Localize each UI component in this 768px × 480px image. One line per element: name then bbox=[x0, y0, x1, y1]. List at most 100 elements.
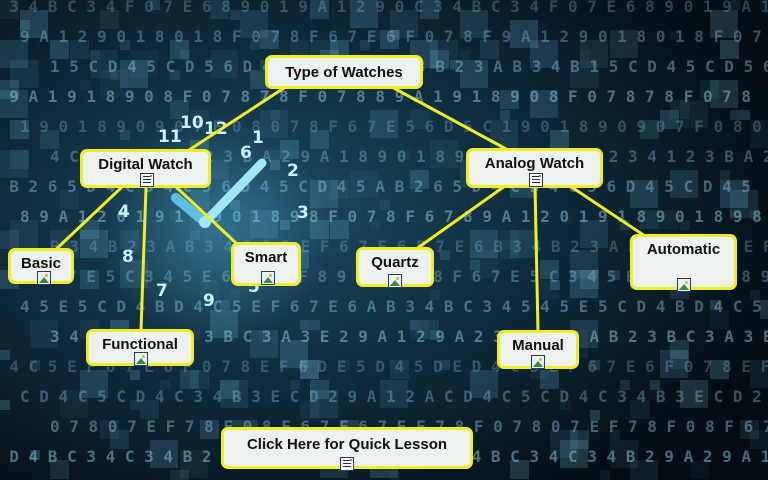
pixel-tile bbox=[370, 30, 380, 40]
pixel-tile bbox=[10, 60, 38, 88]
pixel-tile bbox=[430, 290, 440, 300]
pixel-tile bbox=[400, 150, 410, 160]
pixel-tile bbox=[430, 140, 458, 168]
image-icon[interactable] bbox=[261, 271, 275, 285]
pixel-tile bbox=[10, 220, 38, 248]
node-basic[interactable]: Basic bbox=[8, 248, 74, 285]
clock-digit: 12 bbox=[204, 119, 228, 139]
pixel-tile bbox=[80, 270, 99, 289]
node-smart[interactable]: Smart bbox=[231, 242, 301, 286]
pixel-tile bbox=[310, 0, 329, 19]
pixel-tile bbox=[680, 100, 708, 128]
pixel-tile bbox=[710, 10, 738, 38]
pixel-tile bbox=[690, 460, 709, 479]
image-icon[interactable] bbox=[37, 271, 51, 285]
clock-digit: 7 bbox=[156, 281, 168, 301]
pixel-tile bbox=[260, 330, 270, 340]
connector-digital-smart bbox=[173, 184, 238, 245]
node-label: Type of Watches bbox=[285, 64, 403, 81]
image-icon[interactable] bbox=[388, 274, 402, 288]
pixel-tile bbox=[730, 210, 740, 220]
node-analog-watch[interactable]: Analog Watch bbox=[466, 148, 603, 188]
node-functional[interactable]: Functional bbox=[86, 329, 194, 366]
pixel-tile bbox=[510, 460, 529, 479]
pixel-tile bbox=[100, 70, 128, 98]
pixel-tile bbox=[500, 230, 519, 249]
node-label: Basic bbox=[20, 255, 62, 272]
pixel-tile bbox=[580, 270, 599, 289]
node-type-of-watches[interactable]: Type of Watches bbox=[265, 55, 423, 89]
pixel-tile bbox=[70, 40, 89, 59]
image-icon[interactable] bbox=[531, 355, 545, 369]
node-label: Smart bbox=[244, 249, 288, 266]
pixel-tile bbox=[660, 110, 679, 129]
clock-center bbox=[199, 216, 211, 228]
pixel-tile bbox=[200, 420, 219, 439]
pixel-tile bbox=[300, 360, 319, 379]
clock-digit: 1 bbox=[252, 128, 264, 148]
pixel-tile bbox=[210, 0, 229, 19]
pixel-tile bbox=[310, 320, 320, 330]
pixel-tile bbox=[10, 120, 29, 139]
node-quartz[interactable]: Quartz bbox=[356, 247, 434, 288]
pixel-tile bbox=[90, 50, 118, 78]
pixel-tile bbox=[120, 130, 130, 140]
pixel-tile bbox=[510, 20, 538, 48]
pixel-tile bbox=[750, 210, 760, 220]
pixel-tile bbox=[260, 30, 279, 49]
hex-code-row: 8 9 A 1 9 1 8 9 0 8 F 0 7 8 7 8 F 0 7 8 … bbox=[0, 87, 751, 106]
pixel-tile bbox=[100, 420, 119, 439]
pixel-tile bbox=[310, 380, 329, 399]
pixel-tile bbox=[550, 430, 578, 458]
pixel-tile bbox=[570, 250, 598, 278]
pixel-tile bbox=[700, 80, 719, 99]
note-icon[interactable] bbox=[340, 457, 354, 471]
pixel-tile bbox=[190, 370, 209, 389]
pixel-tile bbox=[110, 70, 120, 80]
pixel-tile bbox=[380, 200, 390, 210]
pixel-tile bbox=[360, 40, 370, 50]
node-manual[interactable]: Manual bbox=[497, 330, 579, 369]
pixel-tile bbox=[570, 430, 589, 449]
pixel-tile bbox=[430, 50, 449, 69]
node-digital-watch[interactable]: Digital Watch bbox=[80, 149, 211, 188]
pixel-tile bbox=[180, 450, 208, 478]
pixel-tile bbox=[460, 50, 470, 60]
pixel-tile bbox=[50, 230, 69, 249]
clock-digit: 8 bbox=[122, 247, 134, 267]
pixel-tile bbox=[50, 40, 69, 59]
pixel-tile bbox=[20, 10, 48, 38]
pixel-tile bbox=[740, 420, 759, 439]
node-label: Automatic bbox=[646, 241, 721, 258]
node-label: Functional bbox=[102, 336, 178, 353]
pixel-tile bbox=[300, 400, 319, 419]
pixel-tile bbox=[650, 380, 660, 390]
pixel-tile bbox=[640, 120, 659, 139]
pixel-tile bbox=[530, 40, 558, 68]
pixel-tile bbox=[0, 40, 28, 68]
pixel-tile bbox=[170, 100, 189, 119]
pixel-tile bbox=[130, 50, 158, 78]
pixel-tile bbox=[20, 20, 30, 30]
pixel-tile bbox=[390, 470, 400, 480]
image-icon[interactable] bbox=[134, 352, 148, 366]
node-automatic[interactable]: Automatic bbox=[630, 234, 737, 292]
pixel-tile bbox=[310, 390, 338, 418]
pixel-tile bbox=[750, 120, 768, 148]
pixel-tile bbox=[670, 100, 689, 119]
pixel-tile bbox=[170, 40, 189, 59]
note-icon[interactable] bbox=[140, 173, 154, 187]
note-icon[interactable] bbox=[529, 173, 543, 187]
pixel-tile bbox=[630, 400, 649, 419]
pixel-tile bbox=[590, 360, 600, 370]
pixel-tile bbox=[570, 60, 598, 88]
quick-lesson-label: Click Here for Quick Lesson bbox=[246, 436, 448, 453]
connector-root-analog bbox=[388, 84, 510, 152]
pixel-tile bbox=[410, 110, 429, 129]
pixel-tile bbox=[140, 400, 159, 419]
pixel-tile bbox=[510, 230, 538, 258]
pixel-tile bbox=[390, 30, 400, 40]
image-icon[interactable] bbox=[677, 278, 691, 292]
quick-lesson-button[interactable]: Click Here for Quick Lesson bbox=[221, 427, 473, 471]
